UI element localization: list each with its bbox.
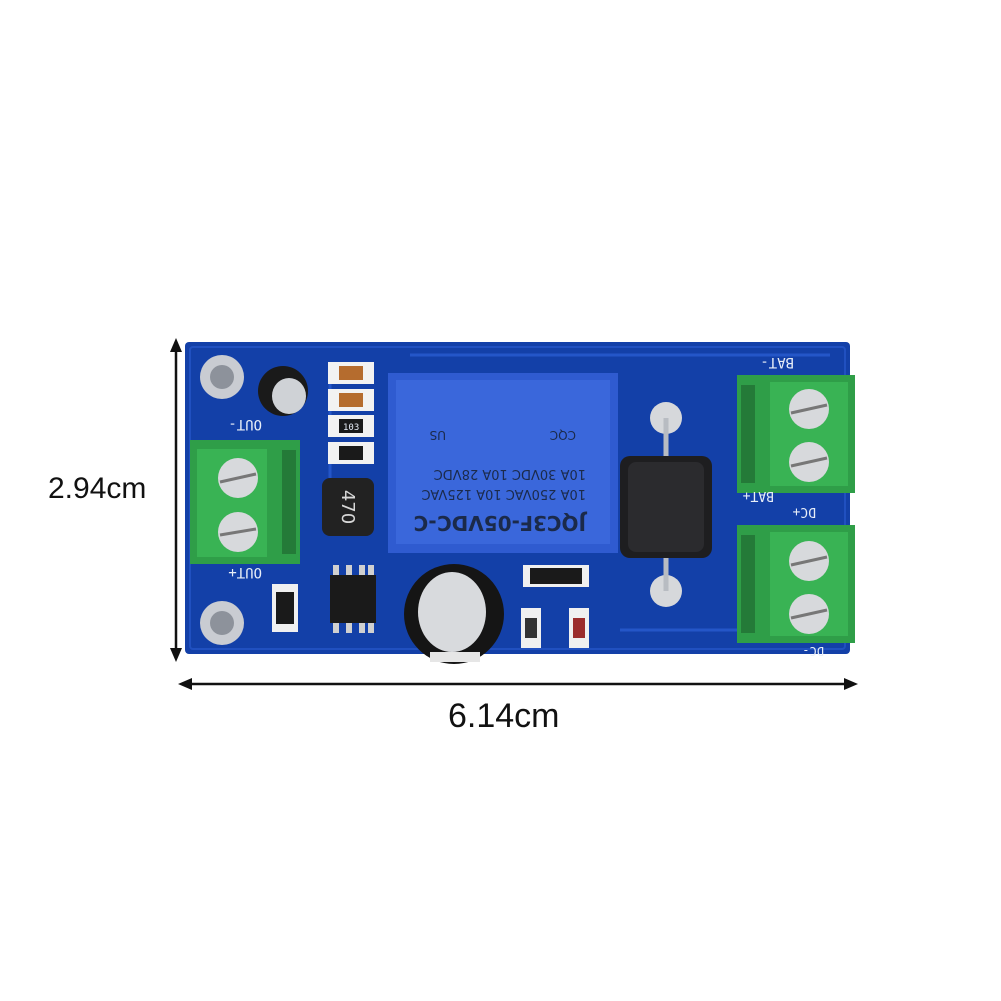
small-capacitor: [258, 366, 308, 416]
relay-rating-2: 10A 30VDC 10A 28VDC: [434, 466, 586, 481]
width-dimension-label: 6.14cm: [448, 697, 560, 735]
height-dimension-label: 2.94cm: [48, 472, 147, 505]
relay: [388, 373, 618, 553]
width-dimension-arrow: [178, 678, 858, 690]
resistor-label: 103: [343, 423, 359, 433]
relay-ul-mark: US: [430, 428, 446, 442]
height-dimension-arrow: [170, 338, 182, 662]
bat-terminal-block: [737, 375, 855, 493]
bat-plus-label: BAT+: [743, 488, 774, 503]
ic-chip: [330, 565, 376, 633]
inductor: 470: [322, 478, 374, 536]
dc-terminal-block: [737, 525, 855, 643]
power-diode: [620, 402, 712, 607]
dc-plus-label: DC+: [792, 504, 816, 519]
mounting-hole-top: [200, 355, 244, 399]
smd-components: [328, 362, 374, 464]
dc-minus-label: DC-: [802, 644, 824, 658]
large-capacitor: [404, 564, 504, 664]
smd-diode-middle: [523, 565, 589, 587]
relay-cqc-mark: CQC: [550, 428, 576, 442]
relay-model: JQC3F-05VDC-C: [414, 511, 588, 535]
out-minus-label: OUT-: [228, 416, 262, 432]
mounting-hole-bottom: [200, 601, 244, 645]
inductor-label: 470: [337, 490, 358, 524]
out-terminal-block: [190, 440, 300, 564]
bat-minus-label: BAT-: [760, 354, 794, 370]
out-plus-label: OUT+: [228, 564, 262, 580]
smd-diode-left: [272, 584, 298, 632]
smd-led-components: [521, 608, 589, 648]
relay-rating-1: 10A 250VAC 10A 125VAC: [422, 486, 587, 501]
